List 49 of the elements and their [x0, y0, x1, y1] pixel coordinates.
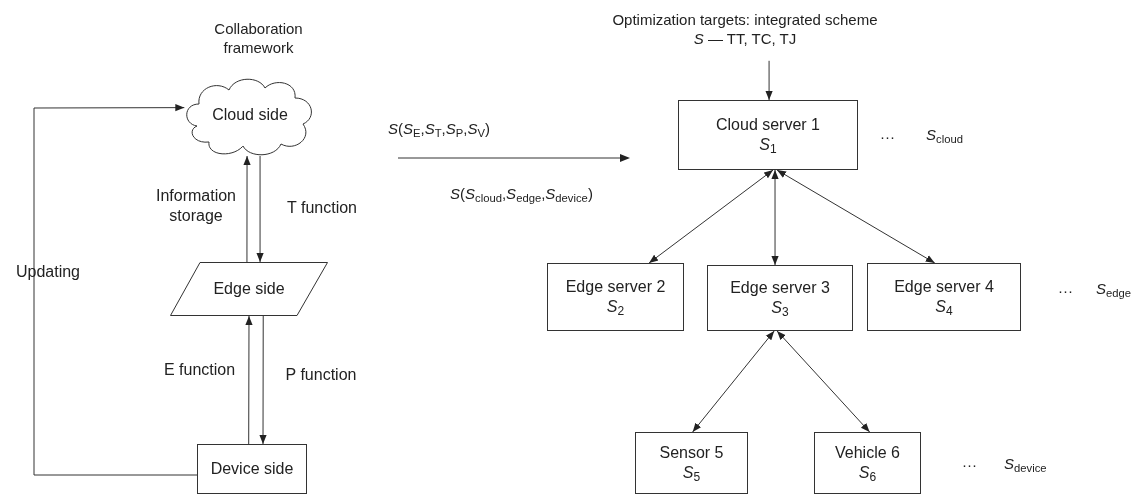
subscript-symbol: S$_{2}$ — [606, 297, 625, 317]
process-box — [707, 265, 853, 331]
process-box — [814, 432, 921, 494]
process-box — [547, 263, 684, 331]
edge-label: Information storage — [154, 186, 237, 226]
arrow — [33, 104, 198, 476]
text-label: S$_{device}$ — [1004, 455, 1047, 474]
node-label: Sensor 5 — [659, 443, 724, 463]
text-label: S$_{cloud}$ — [926, 126, 963, 145]
arrow — [776, 330, 871, 433]
node-label: Device side — [210, 459, 294, 479]
arrow — [776, 169, 936, 264]
process-box — [635, 432, 748, 494]
parallelogram-shape — [170, 262, 328, 316]
arrow — [243, 155, 251, 263]
subscript-symbol: S$_{6}$ — [858, 463, 877, 483]
node-label: Cloud side — [212, 105, 288, 125]
text-label: ··· — [880, 128, 895, 147]
node-label: Edge server 3 — [730, 278, 830, 298]
subscript-symbol: S$_{3}$ — [771, 298, 789, 318]
text-label: ··· — [962, 456, 977, 475]
edge-label: T function — [286, 198, 358, 218]
text-label: S(S$_{cloud}$,S$_{edge}$,S$_{device}$) — [450, 185, 593, 204]
node-label: Edge side — [213, 279, 285, 299]
subscript-symbol: S$_{1}$ — [759, 135, 777, 155]
process-box — [678, 100, 858, 170]
subscript-symbol: S$_{5}$ — [682, 463, 701, 483]
node-label: Vehicle 6 — [835, 443, 900, 463]
text-label: Collaboration framework — [213, 20, 304, 58]
node-label: Cloud server 1 — [715, 115, 820, 135]
node-label: Edge server 4 — [894, 277, 994, 297]
arrow — [256, 155, 264, 263]
process-box — [197, 444, 307, 494]
edge-label: Updating — [14, 262, 81, 282]
arrow — [245, 315, 253, 445]
text-label: S(S$_{E}$,S$_{T}$,S$_{P}$,S$_{V}$) — [388, 120, 490, 139]
text-label: ··· — [1058, 282, 1073, 301]
arrow — [771, 169, 779, 266]
arrow — [259, 315, 267, 445]
subscript-symbol: S$_{4}$ — [935, 297, 953, 317]
arrow — [648, 169, 774, 264]
node-label: Edge server 2 — [565, 277, 666, 297]
process-box — [867, 263, 1021, 331]
node-label: Optimization targets: integrated scheme S — TT, TC, TJ — [611, 11, 879, 49]
edge-label: P function — [284, 365, 358, 385]
arrow — [692, 330, 775, 433]
edge-label: E function — [162, 360, 237, 380]
text-label: S$_{edge}$ — [1096, 280, 1132, 299]
arrow — [765, 60, 773, 101]
